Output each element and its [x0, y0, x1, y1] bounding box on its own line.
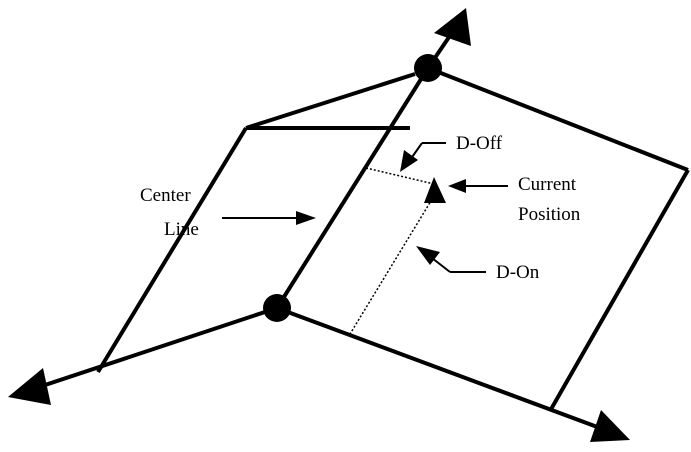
right-offset-line-bottom: [548, 169, 690, 412]
center-line-label-line1: Center: [140, 185, 191, 206]
lower-right-ray: [276, 306, 601, 430]
d-off-label: D-Off: [456, 133, 503, 154]
d-off-annotation-arrow: [400, 142, 446, 172]
lower-left-ray: [29, 306, 278, 392]
left-offset-line-bottom: [96, 126, 248, 374]
right-offset-line-top: [427, 66, 689, 172]
current-position-label-line1: Current: [518, 174, 577, 195]
top-node: [414, 54, 442, 82]
left-offset-line-top: [245, 72, 416, 130]
lower-right-arrowhead: [590, 410, 630, 442]
d-on-label: D-On: [496, 262, 540, 283]
lower-left-arrowhead: [8, 368, 51, 405]
current-position-marker: [424, 177, 446, 203]
top-arrowhead: [434, 8, 471, 46]
bottom-node: [263, 294, 291, 322]
d-on-annotation-arrow: [416, 246, 486, 273]
current-position-label-line2: Position: [518, 204, 581, 225]
center-line-annotation-arrow: [222, 211, 316, 225]
center-line-label-line2: Line: [164, 219, 199, 240]
center-line-segment: [275, 66, 430, 310]
d-on-dotted-line: [349, 195, 435, 335]
current-position-annotation-arrow: [448, 179, 508, 193]
d-off-dotted-line: [365, 167, 435, 185]
